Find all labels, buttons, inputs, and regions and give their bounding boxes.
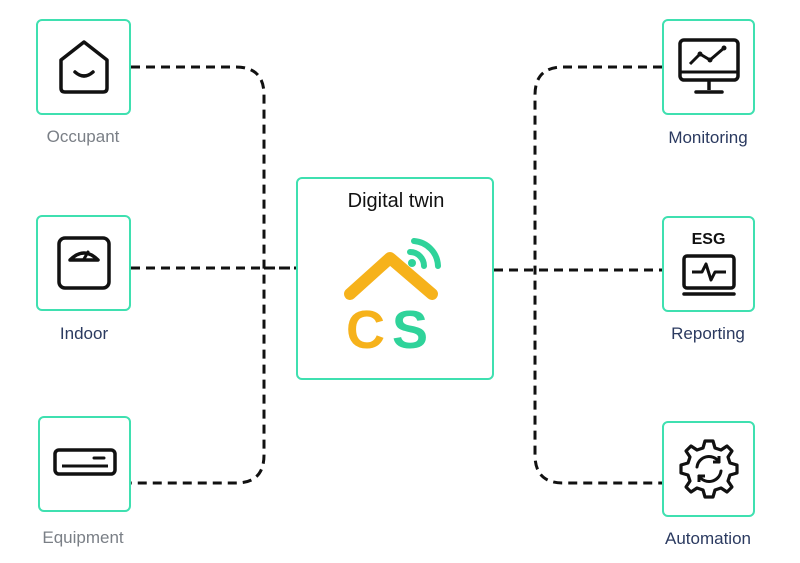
indoor-label: Indoor <box>59 324 109 343</box>
connector-monitoring <box>533 65 662 485</box>
equipment-node <box>38 416 131 512</box>
svg-text:C: C <box>346 300 385 354</box>
automation-node <box>662 421 755 517</box>
svg-text:S: S <box>392 300 428 354</box>
cs-logo: C S <box>340 236 452 354</box>
scale-icon <box>53 232 115 294</box>
digital-twin-node <box>296 177 494 380</box>
monitoring-node <box>662 19 755 115</box>
connector-occupant <box>131 65 266 485</box>
automation-label: Automation <box>665 529 751 548</box>
equipment-label: Equipment <box>42 528 124 547</box>
esg-text: ESG <box>691 230 726 248</box>
house-smile-icon <box>53 36 115 98</box>
digital-twin-title: Digital twin <box>347 190 445 212</box>
gear-sync-icon <box>677 437 741 501</box>
monitor-chart-icon <box>676 34 742 100</box>
occupant-node <box>36 19 131 115</box>
indoor-node <box>36 215 131 311</box>
esg-report-icon: ESG <box>680 231 738 298</box>
monitoring-label: Monitoring <box>668 128 748 147</box>
occupant-label: Occupant <box>46 127 120 146</box>
air-conditioner-icon <box>52 444 118 484</box>
reporting-node: ESG <box>662 216 755 312</box>
reporting-label: Reporting <box>671 324 745 343</box>
